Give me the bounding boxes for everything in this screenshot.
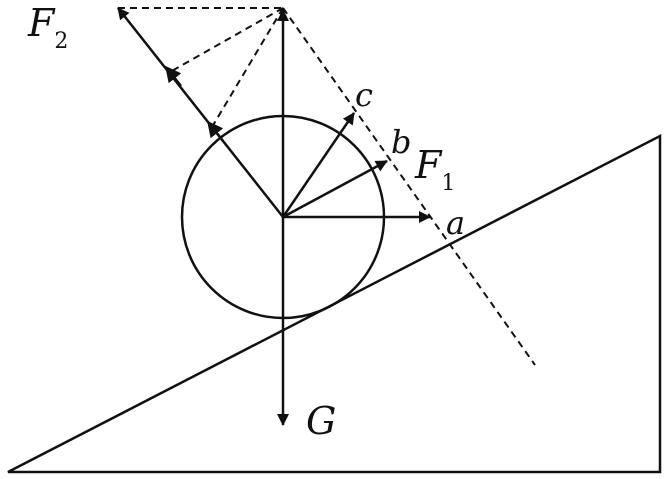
label-c: c xyxy=(355,76,373,114)
f2-arrow-mid-1 xyxy=(207,120,224,142)
dashed-parallelogram-side xyxy=(169,7,284,73)
component-b-arrow xyxy=(282,159,388,219)
force-vectors xyxy=(117,7,431,426)
label-f2: F2 xyxy=(27,1,68,54)
label-g: G xyxy=(306,399,336,443)
label-b: b xyxy=(391,123,411,161)
dashed-reference-line xyxy=(282,7,536,366)
dashed-parallelogram-side-2 xyxy=(211,7,284,128)
f2-arrow xyxy=(117,7,284,218)
f2-arrow-mid-2 xyxy=(165,65,182,87)
component-c-arrow xyxy=(281,112,356,218)
construction-lines xyxy=(118,7,536,366)
label-f1: F1 xyxy=(414,143,455,196)
label-a: a xyxy=(446,204,465,242)
